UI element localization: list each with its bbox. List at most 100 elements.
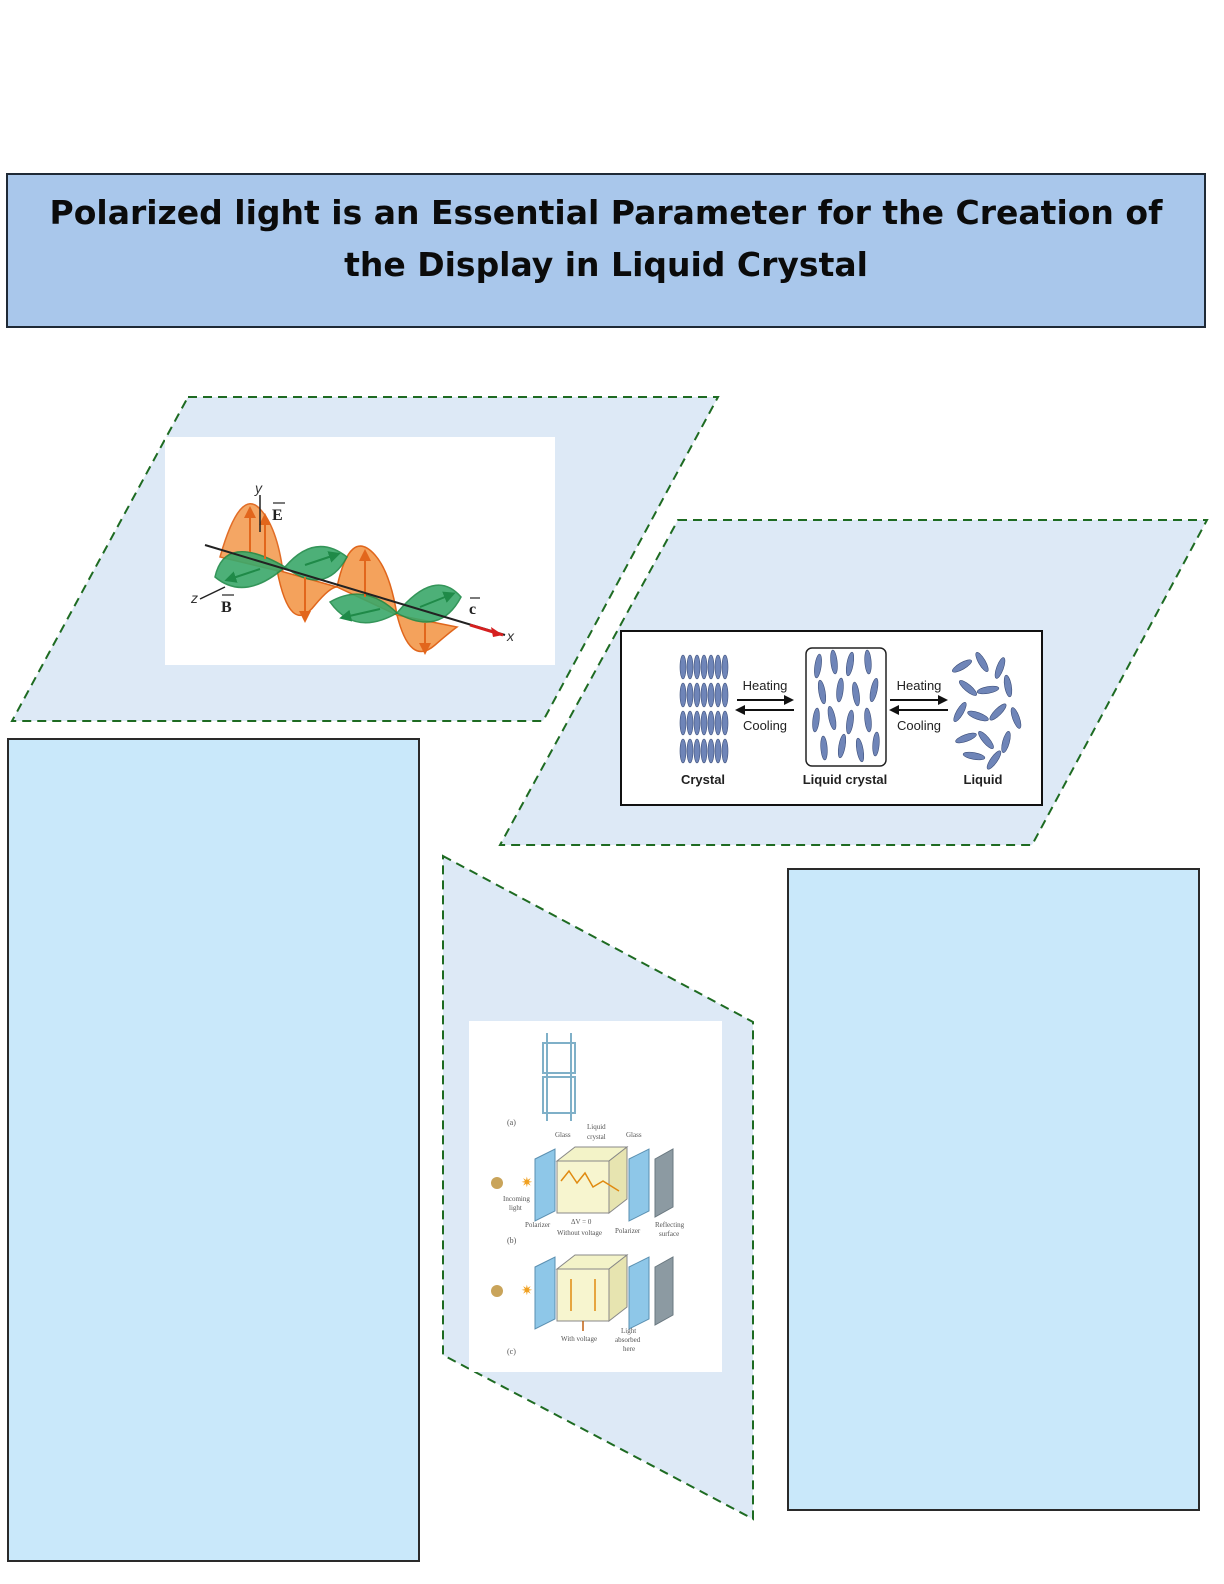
molecule-shape: [707, 682, 715, 708]
molecule-shape: [978, 730, 994, 750]
molecule-shape: [845, 651, 855, 677]
molecule-shape: [686, 738, 694, 764]
page-title: Polarized light is an Essential Paramete…: [49, 193, 1163, 284]
absorbed-label-2: absorbed: [615, 1336, 641, 1344]
phase-diagram-figure: Heating Cooling Heating Cooling Crystal …: [620, 630, 1043, 806]
panel-a-label: (a): [507, 1118, 516, 1127]
crystal-label-b: crystal: [587, 1133, 606, 1141]
liquid-molecules: [952, 652, 1022, 770]
polarizer-left-label: Polarizer: [525, 1221, 551, 1229]
molecule-shape: [817, 679, 827, 705]
heating-label-1: Heating: [743, 678, 788, 693]
liquid-crystal-label: Liquid crystal: [803, 772, 888, 787]
molecule-shape: [686, 710, 694, 736]
cooling-label-2: Cooling: [897, 718, 941, 733]
molecule-shape: [814, 653, 822, 679]
molecule-shape: [846, 709, 854, 735]
liquid-label: Liquid: [964, 772, 1003, 787]
molecule-shape: [989, 703, 1007, 721]
light-bulb-icon: [491, 1177, 503, 1189]
molecule-shape: [812, 707, 820, 733]
cooling-label-1: Cooling: [743, 718, 787, 733]
reflecting-label: Reflecting: [655, 1221, 685, 1229]
molecule-shape: [714, 682, 722, 708]
molecule-shape: [836, 677, 844, 703]
light-label: light: [509, 1204, 522, 1212]
reflecting-surface-b: [654, 1148, 674, 1218]
reflecting-surface-c: [654, 1256, 674, 1326]
panel-b-label: (b): [507, 1236, 517, 1245]
polarizer-left-c: [534, 1256, 556, 1330]
axis-x-label: x: [506, 628, 515, 644]
molecule-shape: [679, 710, 687, 736]
molecule-shape: [721, 654, 729, 680]
molecule-shape: [852, 681, 860, 707]
panel-c-label: (c): [507, 1347, 516, 1356]
axis-y-label: y: [254, 480, 263, 496]
molecule-shape: [1010, 707, 1022, 729]
crystal-molecules: [679, 654, 729, 764]
molecule-shape: [1003, 674, 1013, 698]
absorbed-label-3: here: [623, 1345, 635, 1353]
molecule-shape: [830, 649, 838, 675]
molecule-shape: [721, 738, 729, 764]
molecule-shape: [864, 649, 872, 675]
molecule-shape: [686, 654, 694, 680]
molecule-shape: [837, 733, 847, 759]
empty-text-box-left: [7, 738, 420, 1562]
svg-text:✷: ✷: [521, 1282, 533, 1298]
heating-label-2: Heating: [897, 678, 942, 693]
svg-text:✷: ✷: [521, 1174, 533, 1190]
e-field-label: E: [272, 507, 283, 524]
molecule-shape: [1001, 731, 1011, 753]
molecule-shape: [714, 710, 722, 736]
liquid-label-b: Liquid: [587, 1123, 606, 1131]
molecule-shape: [686, 682, 694, 708]
molecule-shape: [962, 751, 986, 761]
em-wave-figure: y z x E B c: [165, 437, 555, 665]
molecule-shape: [994, 657, 1006, 679]
molecule-shape: [975, 652, 989, 672]
molecule-shape: [700, 738, 708, 764]
molecule-shape: [721, 710, 729, 736]
molecule-shape: [827, 705, 837, 731]
liquid-crystal-container: [805, 647, 887, 767]
molecule-shape: [955, 732, 977, 744]
lc-cell-c: [556, 1268, 610, 1322]
with-voltage-label: With voltage: [561, 1335, 597, 1343]
molecule-shape: [714, 654, 722, 680]
light-bulb-icon-c: [491, 1285, 503, 1297]
liquid-crystal-molecules: [812, 649, 880, 763]
lc-cell-b: [556, 1160, 610, 1214]
surface-label: surface: [659, 1230, 679, 1238]
molecule-shape: [967, 710, 989, 722]
polarizer-right-c: [628, 1256, 650, 1330]
polarizer-left-b: [534, 1148, 556, 1222]
molecule-shape: [820, 735, 828, 761]
molecule-shape: [952, 659, 972, 673]
b-field-label: B: [221, 599, 232, 616]
molecule-shape: [700, 682, 708, 708]
molecule-shape: [693, 654, 701, 680]
glass-right-label: Glass: [626, 1131, 642, 1139]
title-banner: Polarized light is an Essential Paramete…: [6, 173, 1206, 328]
molecule-shape: [958, 680, 978, 696]
molecule-shape: [869, 677, 879, 703]
molecule-shape: [855, 737, 865, 763]
lcd-schematic-figure: (a) Glass Liquid crystal Glass ✷ Incomin…: [469, 1021, 722, 1372]
polarizer-right-b: [628, 1148, 650, 1222]
molecule-shape: [714, 738, 722, 764]
incoming-label: Incoming: [503, 1195, 530, 1203]
molecule-shape: [986, 750, 1002, 770]
molecule-shape: [693, 682, 701, 708]
delta-v-label: ΔV = 0: [571, 1218, 592, 1226]
molecule-shape: [707, 654, 715, 680]
molecule-shape: [707, 710, 715, 736]
molecule-shape: [679, 682, 687, 708]
without-voltage-label: Without voltage: [557, 1229, 602, 1237]
molecule-shape: [700, 654, 708, 680]
molecule-shape: [721, 682, 729, 708]
molecule-shape: [707, 738, 715, 764]
empty-text-box-right: [787, 868, 1200, 1511]
molecule-shape: [693, 710, 701, 736]
